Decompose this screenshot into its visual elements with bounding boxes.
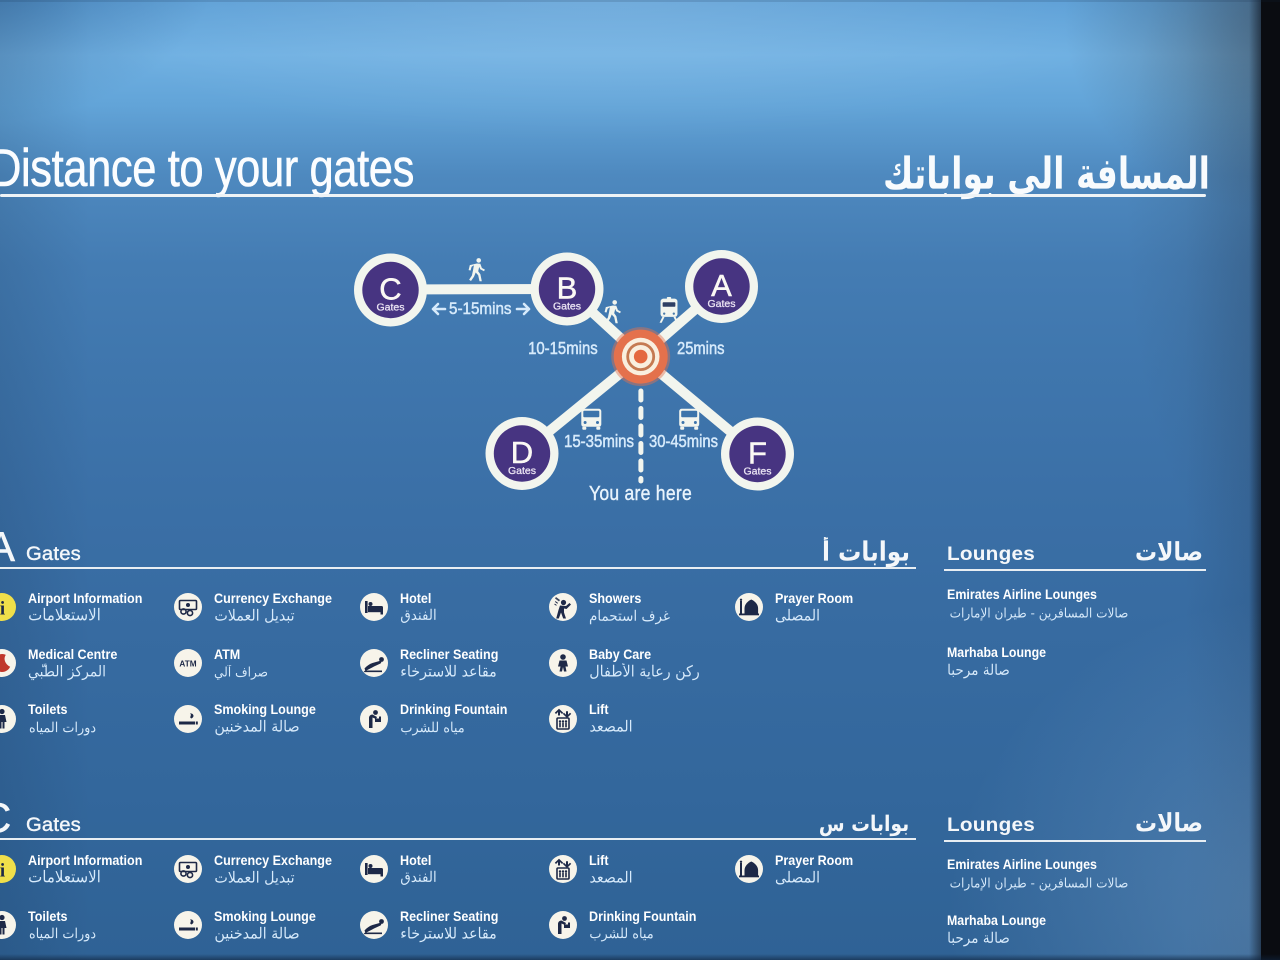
svg-text:Gates: Gates <box>553 301 581 313</box>
svg-text:D: D <box>511 435 533 470</box>
svg-text:Gates: Gates <box>376 302 404 314</box>
svg-text:A: A <box>711 268 732 303</box>
svg-text:C: C <box>379 272 401 307</box>
svg-text:i: i <box>0 861 5 882</box>
svg-text:i: i <box>0 599 5 620</box>
svg-text:B: B <box>557 271 578 306</box>
svg-text:F: F <box>748 436 767 471</box>
svg-text:Gates: Gates <box>508 465 536 477</box>
svg-text:ATM: ATM <box>179 660 196 669</box>
svg-text:Gates: Gates <box>743 466 771 478</box>
svg-text:Gates: Gates <box>707 298 735 310</box>
